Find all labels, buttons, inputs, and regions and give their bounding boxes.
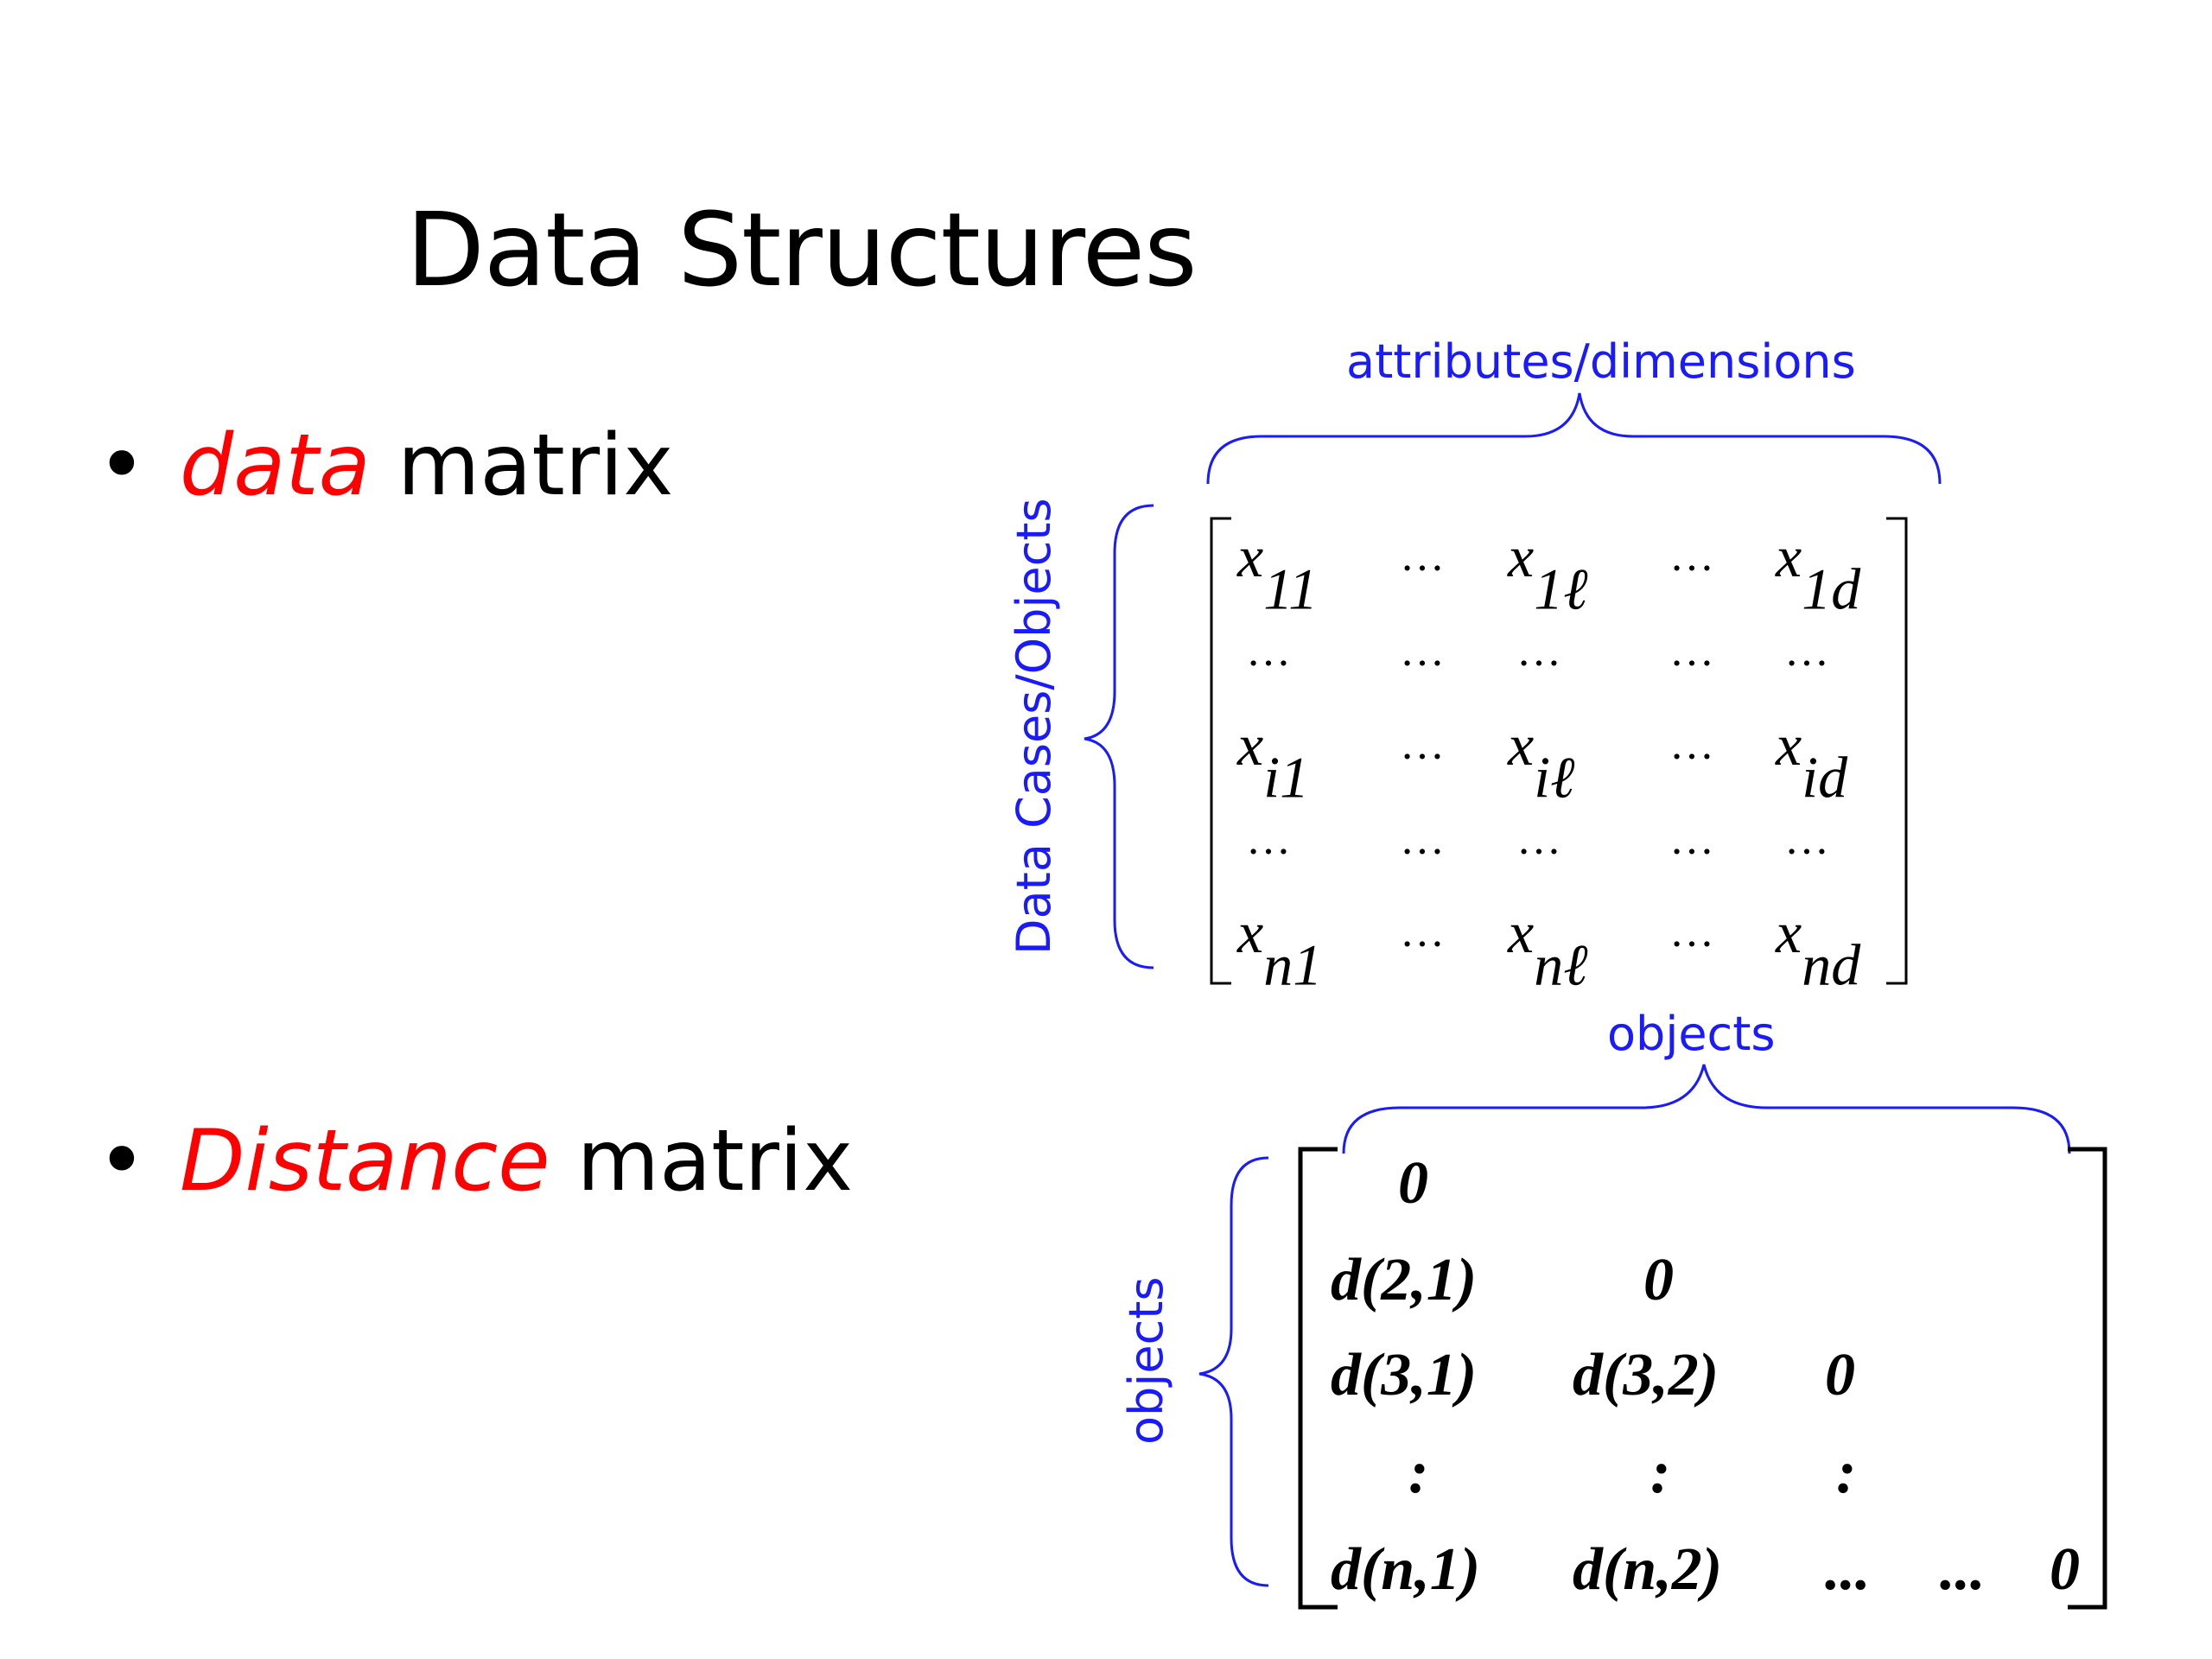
entry-base: x [1237, 524, 1264, 589]
entry-base: x [1776, 899, 1802, 965]
cases-label: Data Cases/Objects [1007, 498, 1061, 955]
data-matrix-entry: xiℓ [1508, 715, 1574, 806]
objects-top-brace [1342, 1064, 2071, 1154]
data-matrix-ellipsis: … [1669, 907, 1714, 957]
data-matrix-ellipsis: … [1246, 815, 1291, 864]
distance-matrix-entry: ... [1940, 1536, 1986, 1603]
distance-matrix-entry: : [1650, 1440, 1671, 1506]
data-matrix-entry: x11 [1237, 527, 1318, 618]
data-matrix-ellipsis: … [1400, 531, 1445, 581]
entry-subscript: 1d [1802, 556, 1861, 622]
entry-subscript: iℓ [1534, 744, 1575, 810]
entry-subscript: n1 [1263, 931, 1323, 998]
data-matrix-entry: xid [1776, 715, 1847, 806]
objects-side-label: objects [1119, 1276, 1173, 1445]
bullet-marker: • [97, 1112, 147, 1211]
distance-matrix-entry: d(3,2) [1573, 1342, 1719, 1408]
entry-base: x [1237, 712, 1264, 778]
objects-top-label: objects [1607, 1007, 1776, 1061]
entry-subscript: id [1802, 744, 1848, 810]
entry-subscript: nd [1802, 931, 1861, 998]
data-matrix-ellipsis: … [1784, 626, 1829, 676]
entry-base: x [1508, 899, 1535, 965]
entry-subscript: 11 [1263, 556, 1319, 622]
data-matrix-ellipsis: … [1669, 815, 1714, 864]
entry-base: x [1776, 524, 1802, 589]
attributes-brace [1206, 392, 1942, 485]
data-matrix-right-bracket [1886, 517, 1908, 985]
bullet-marker: • [97, 416, 147, 515]
data-matrix-ellipsis: … [1516, 815, 1561, 864]
distance-matrix-entry: 0 [2050, 1536, 2080, 1603]
bullet-emphasis: data [180, 416, 371, 515]
distance-matrix-entry: 0 [1825, 1342, 1855, 1408]
objects-side-brace [1198, 1156, 1269, 1587]
data-matrix-ellipsis: … [1669, 720, 1714, 769]
distance-matrix-entry: : [1408, 1440, 1429, 1506]
data-matrix-ellipsis: … [1516, 626, 1561, 676]
distance-matrix-entry: : [1836, 1440, 1857, 1506]
distance-matrix-entry: d(3,1) [1331, 1342, 1478, 1408]
entry-base: x [1237, 899, 1264, 965]
attributes-label: attributes/dimensions [1346, 334, 1856, 389]
entry-subscript: nℓ [1534, 931, 1588, 998]
slide-title: Data Structures [406, 190, 1198, 309]
distance-matrix-entry: d(n,1) [1331, 1536, 1481, 1603]
data-matrix-ellipsis: … [1246, 626, 1291, 676]
bullet-emphasis: Distance [180, 1112, 550, 1211]
data-matrix-entry: x1ℓ [1508, 527, 1588, 618]
distance-matrix-right-bracket [2068, 1147, 2107, 1610]
entry-base: x [1508, 524, 1535, 589]
data-matrix-entry: xi1 [1237, 715, 1309, 806]
data-matrix-ellipsis: … [1784, 815, 1829, 864]
bullet-data-matrix: •data matrix [97, 423, 673, 508]
entry-base: x [1508, 712, 1535, 778]
entry-subscript: 1ℓ [1534, 556, 1588, 622]
distance-matrix-entry: d(n,2) [1573, 1536, 1723, 1603]
cases-brace [1084, 504, 1154, 969]
distance-matrix-entry: 0 [1398, 1150, 1428, 1217]
bullet-text: matrix [370, 416, 674, 515]
data-matrix-ellipsis: … [1400, 907, 1445, 957]
distance-matrix-entry: d(2,1) [1331, 1247, 1478, 1313]
entry-base: x [1776, 712, 1802, 778]
bullet-distance-matrix: •Distance matrix [97, 1119, 853, 1204]
data-matrix-entry: xnℓ [1508, 903, 1588, 994]
distance-matrix-left-bracket [1298, 1147, 1338, 1610]
data-matrix-ellipsis: … [1400, 815, 1445, 864]
data-matrix-entry: x1d [1776, 527, 1860, 618]
distance-matrix-entry: 0 [1643, 1247, 1674, 1313]
entry-subscript: i1 [1263, 744, 1310, 810]
distance-matrix-entry: ... [1825, 1536, 1871, 1603]
data-matrix-ellipsis: … [1669, 626, 1714, 676]
data-matrix-ellipsis: … [1400, 626, 1445, 676]
bullet-text: matrix [550, 1112, 854, 1211]
data-matrix-entry: xn1 [1237, 903, 1322, 994]
data-matrix-ellipsis: … [1669, 531, 1714, 581]
data-matrix-entry: xnd [1776, 903, 1860, 994]
data-matrix-left-bracket [1210, 517, 1231, 985]
data-matrix-ellipsis: … [1400, 720, 1445, 769]
